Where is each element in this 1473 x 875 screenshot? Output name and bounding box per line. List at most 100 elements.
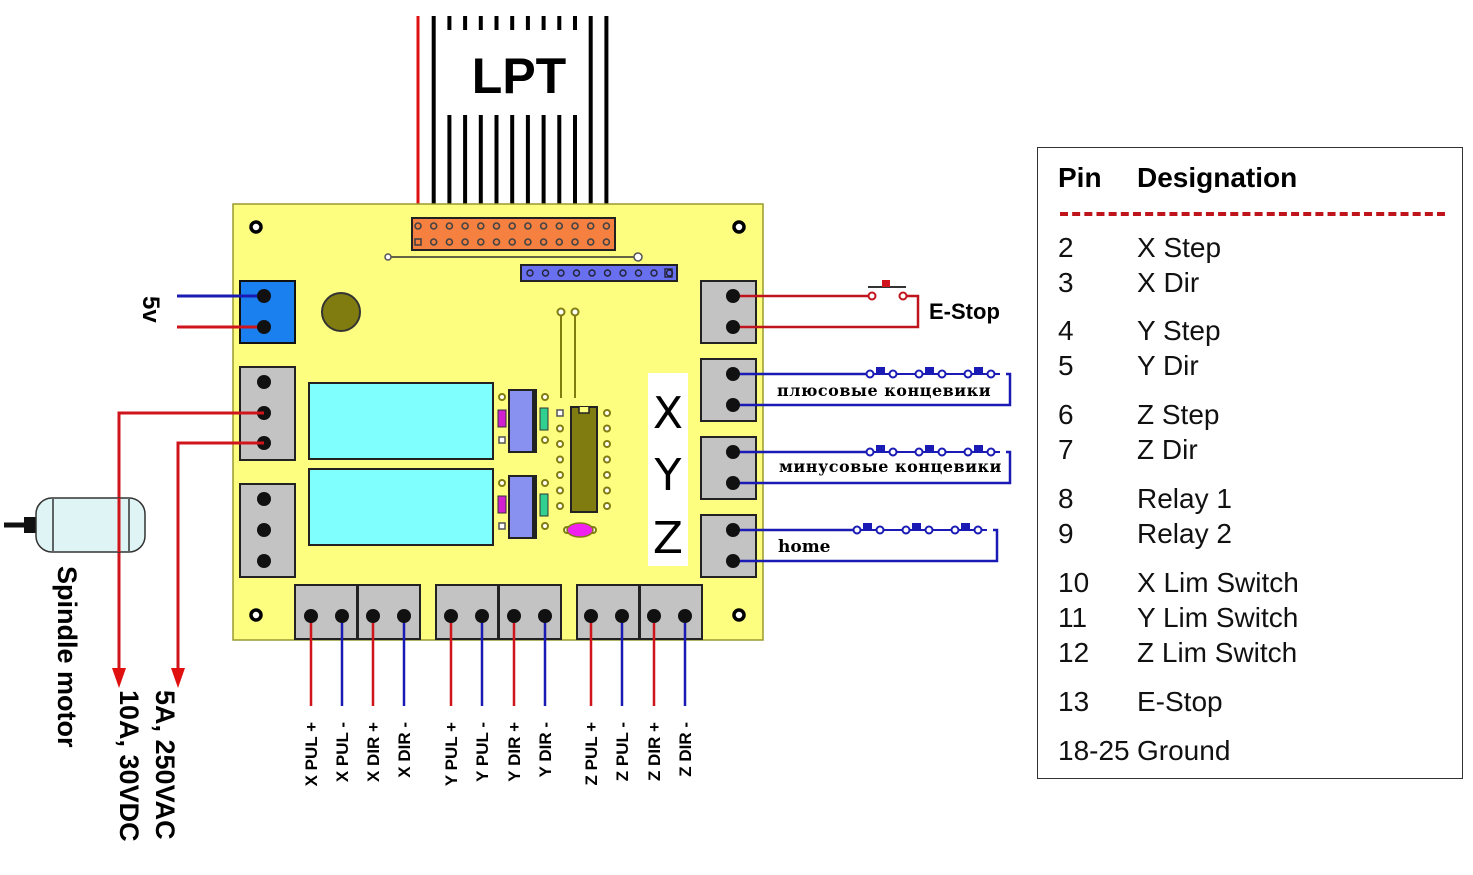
arrow-down-icon bbox=[171, 668, 185, 688]
pin-designation: X Dir bbox=[1137, 267, 1200, 298]
capacitor bbox=[321, 292, 361, 332]
terminal-screw bbox=[366, 609, 380, 623]
axis-label-z: Z bbox=[653, 513, 683, 564]
header-pin bbox=[414, 222, 422, 230]
minus-limit-switch-chain bbox=[733, 445, 1012, 485]
terminal-screw bbox=[475, 609, 489, 623]
arrow-down-icon bbox=[112, 668, 126, 688]
header-pin bbox=[414, 238, 422, 246]
terminal-screw bbox=[678, 609, 692, 623]
header-pin bbox=[539, 238, 548, 246]
pin-designation: X Step bbox=[1137, 232, 1222, 263]
driver-output-label: Y PUL + bbox=[442, 722, 461, 786]
pin-header: Pin bbox=[1058, 162, 1102, 193]
header-pin bbox=[634, 269, 643, 277]
driver-output-label: X PUL + bbox=[302, 722, 321, 786]
lpt-label: LPT bbox=[472, 48, 566, 104]
pin-number: 5 bbox=[1058, 350, 1074, 381]
pin-designation: Relay 2 bbox=[1137, 518, 1232, 549]
pin-designation: Y Step bbox=[1137, 315, 1221, 346]
terminal-screw bbox=[726, 445, 740, 459]
limit-switch-icon bbox=[876, 445, 885, 452]
limit-switch-icon bbox=[974, 445, 983, 452]
terminal-screw bbox=[726, 523, 740, 537]
pin-row: 13 E-Stop bbox=[1058, 686, 1223, 718]
pin-row: 2 X Step bbox=[1058, 232, 1221, 264]
header-pin bbox=[571, 238, 579, 246]
limit-switch-icon bbox=[925, 445, 934, 452]
terminal-screw bbox=[726, 554, 740, 568]
pin-number: 2 bbox=[1058, 232, 1074, 263]
power-terminal bbox=[177, 280, 296, 344]
spindle-label: Spindle motor bbox=[52, 566, 82, 748]
header-pin bbox=[526, 269, 534, 277]
pin-number: 6 bbox=[1058, 399, 1074, 430]
spindle-wires bbox=[117, 411, 264, 672]
plus-limits-terminal bbox=[700, 358, 757, 422]
axis-label-x: X bbox=[653, 388, 683, 439]
header-pin bbox=[650, 269, 658, 277]
terminal-screw bbox=[726, 367, 740, 381]
pin-number: 13 bbox=[1058, 686, 1090, 717]
pin-number: 8 bbox=[1058, 483, 1074, 514]
header-pin bbox=[429, 222, 438, 230]
pin-row: 8 Relay 1 bbox=[1058, 483, 1232, 515]
header-pin bbox=[603, 269, 612, 277]
limit-switch-icon bbox=[863, 523, 872, 530]
pin-number: 11 bbox=[1058, 602, 1088, 633]
limit-switch-icon bbox=[912, 523, 921, 530]
terminal-screw bbox=[584, 609, 598, 623]
pin-number: 3 bbox=[1058, 267, 1074, 298]
header-pin bbox=[586, 222, 595, 230]
header-pin bbox=[541, 269, 550, 277]
terminal-screw bbox=[507, 609, 521, 623]
terminal-screw bbox=[647, 609, 661, 623]
pin-designation: Ground bbox=[1137, 735, 1231, 766]
driver-output-label: Y DIR - bbox=[536, 722, 555, 777]
relay-driver bbox=[497, 389, 549, 453]
pin-number: 12 bbox=[1058, 637, 1090, 668]
pin-designation: Y Dir bbox=[1137, 350, 1199, 381]
header-pin bbox=[571, 222, 579, 230]
minus-limits-terminal bbox=[700, 436, 757, 500]
axis-label-y: Y bbox=[654, 450, 682, 501]
pin-designation: Z Step bbox=[1137, 399, 1220, 430]
header-pin bbox=[429, 238, 438, 246]
terminal-screw bbox=[335, 609, 349, 623]
pin-row: 6 Z Step bbox=[1058, 399, 1219, 431]
pin-row: 7 Z Dir bbox=[1058, 434, 1198, 466]
mounting-holes bbox=[249, 220, 746, 622]
header-pin bbox=[664, 268, 673, 278]
axis-label-panel bbox=[648, 373, 688, 566]
limit-switch-icon bbox=[876, 367, 885, 374]
plus-limits-label: плюсовые концевики bbox=[777, 381, 991, 400]
terminal-screw bbox=[444, 609, 458, 623]
pin-designation: Relay 1 bbox=[1137, 483, 1232, 514]
pin-number: 7 bbox=[1058, 434, 1074, 465]
header-pin bbox=[508, 238, 517, 246]
header-pin bbox=[555, 238, 564, 246]
header-pin bbox=[461, 222, 469, 230]
header-pin bbox=[602, 238, 611, 246]
driver-output-label: X DIR + bbox=[364, 722, 383, 782]
header-pin bbox=[539, 222, 548, 230]
header-pin bbox=[619, 269, 627, 277]
pin-designation: E-Stop bbox=[1137, 686, 1223, 717]
minus-limits-label: минусовые концевики bbox=[779, 457, 1002, 476]
pin-row: 5 Y Dir bbox=[1058, 350, 1199, 382]
relay-1 bbox=[308, 382, 494, 460]
home-label: home bbox=[778, 537, 831, 557]
header-pin bbox=[461, 238, 469, 246]
pin-number: 18-25 bbox=[1058, 735, 1130, 766]
pin-designation: Z Dir bbox=[1137, 434, 1198, 465]
header-pin bbox=[445, 222, 454, 230]
header-pin bbox=[524, 222, 532, 230]
pin-designation: X Lim Switch bbox=[1137, 567, 1299, 598]
driver-output-label: Z DIR - bbox=[676, 722, 695, 777]
pin-row: 3 X Dir bbox=[1058, 267, 1199, 299]
